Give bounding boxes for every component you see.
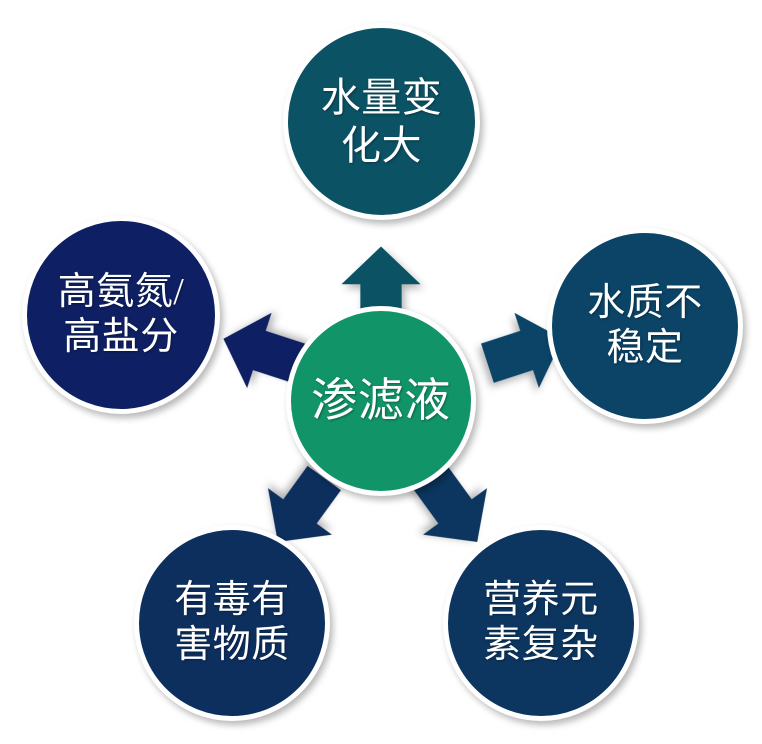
arrow-to-right-node: [471, 297, 579, 405]
arrow-shape: [223, 312, 306, 389]
node-center-label: 渗滤液: [311, 374, 451, 426]
node-bottom-left-label: 有毒有害物质: [174, 579, 290, 666]
node-top-label: 水量变化大: [320, 75, 443, 168]
node-right[interactable]: 水质不稳定: [547, 228, 743, 424]
arrow-to-bottom-right-node: [394, 450, 514, 570]
node-bottom-right-label: 营养元素复杂: [483, 579, 599, 666]
arrow-to-top-node: [338, 243, 424, 329]
node-bottom-left[interactable]: 有毒有害物质: [134, 525, 330, 721]
arrow-shape: [480, 312, 563, 389]
node-top[interactable]: 水量变化大: [283, 23, 480, 220]
node-left-label: 高氨氮/高盐分: [57, 271, 185, 358]
node-left[interactable]: 高氨氮/高盐分: [22, 216, 220, 414]
arrow-to-bottom-left-node: [241, 450, 361, 570]
node-center-hub[interactable]: 渗滤液: [286, 306, 476, 496]
arrow-to-left-node: [207, 297, 315, 405]
arrow-shape: [267, 465, 341, 543]
arrow-shape: [414, 465, 488, 543]
node-bottom-right[interactable]: 营养元素复杂: [443, 525, 639, 721]
arrow-shape: [341, 246, 421, 326]
node-right-label: 水质不稳定: [587, 282, 703, 369]
